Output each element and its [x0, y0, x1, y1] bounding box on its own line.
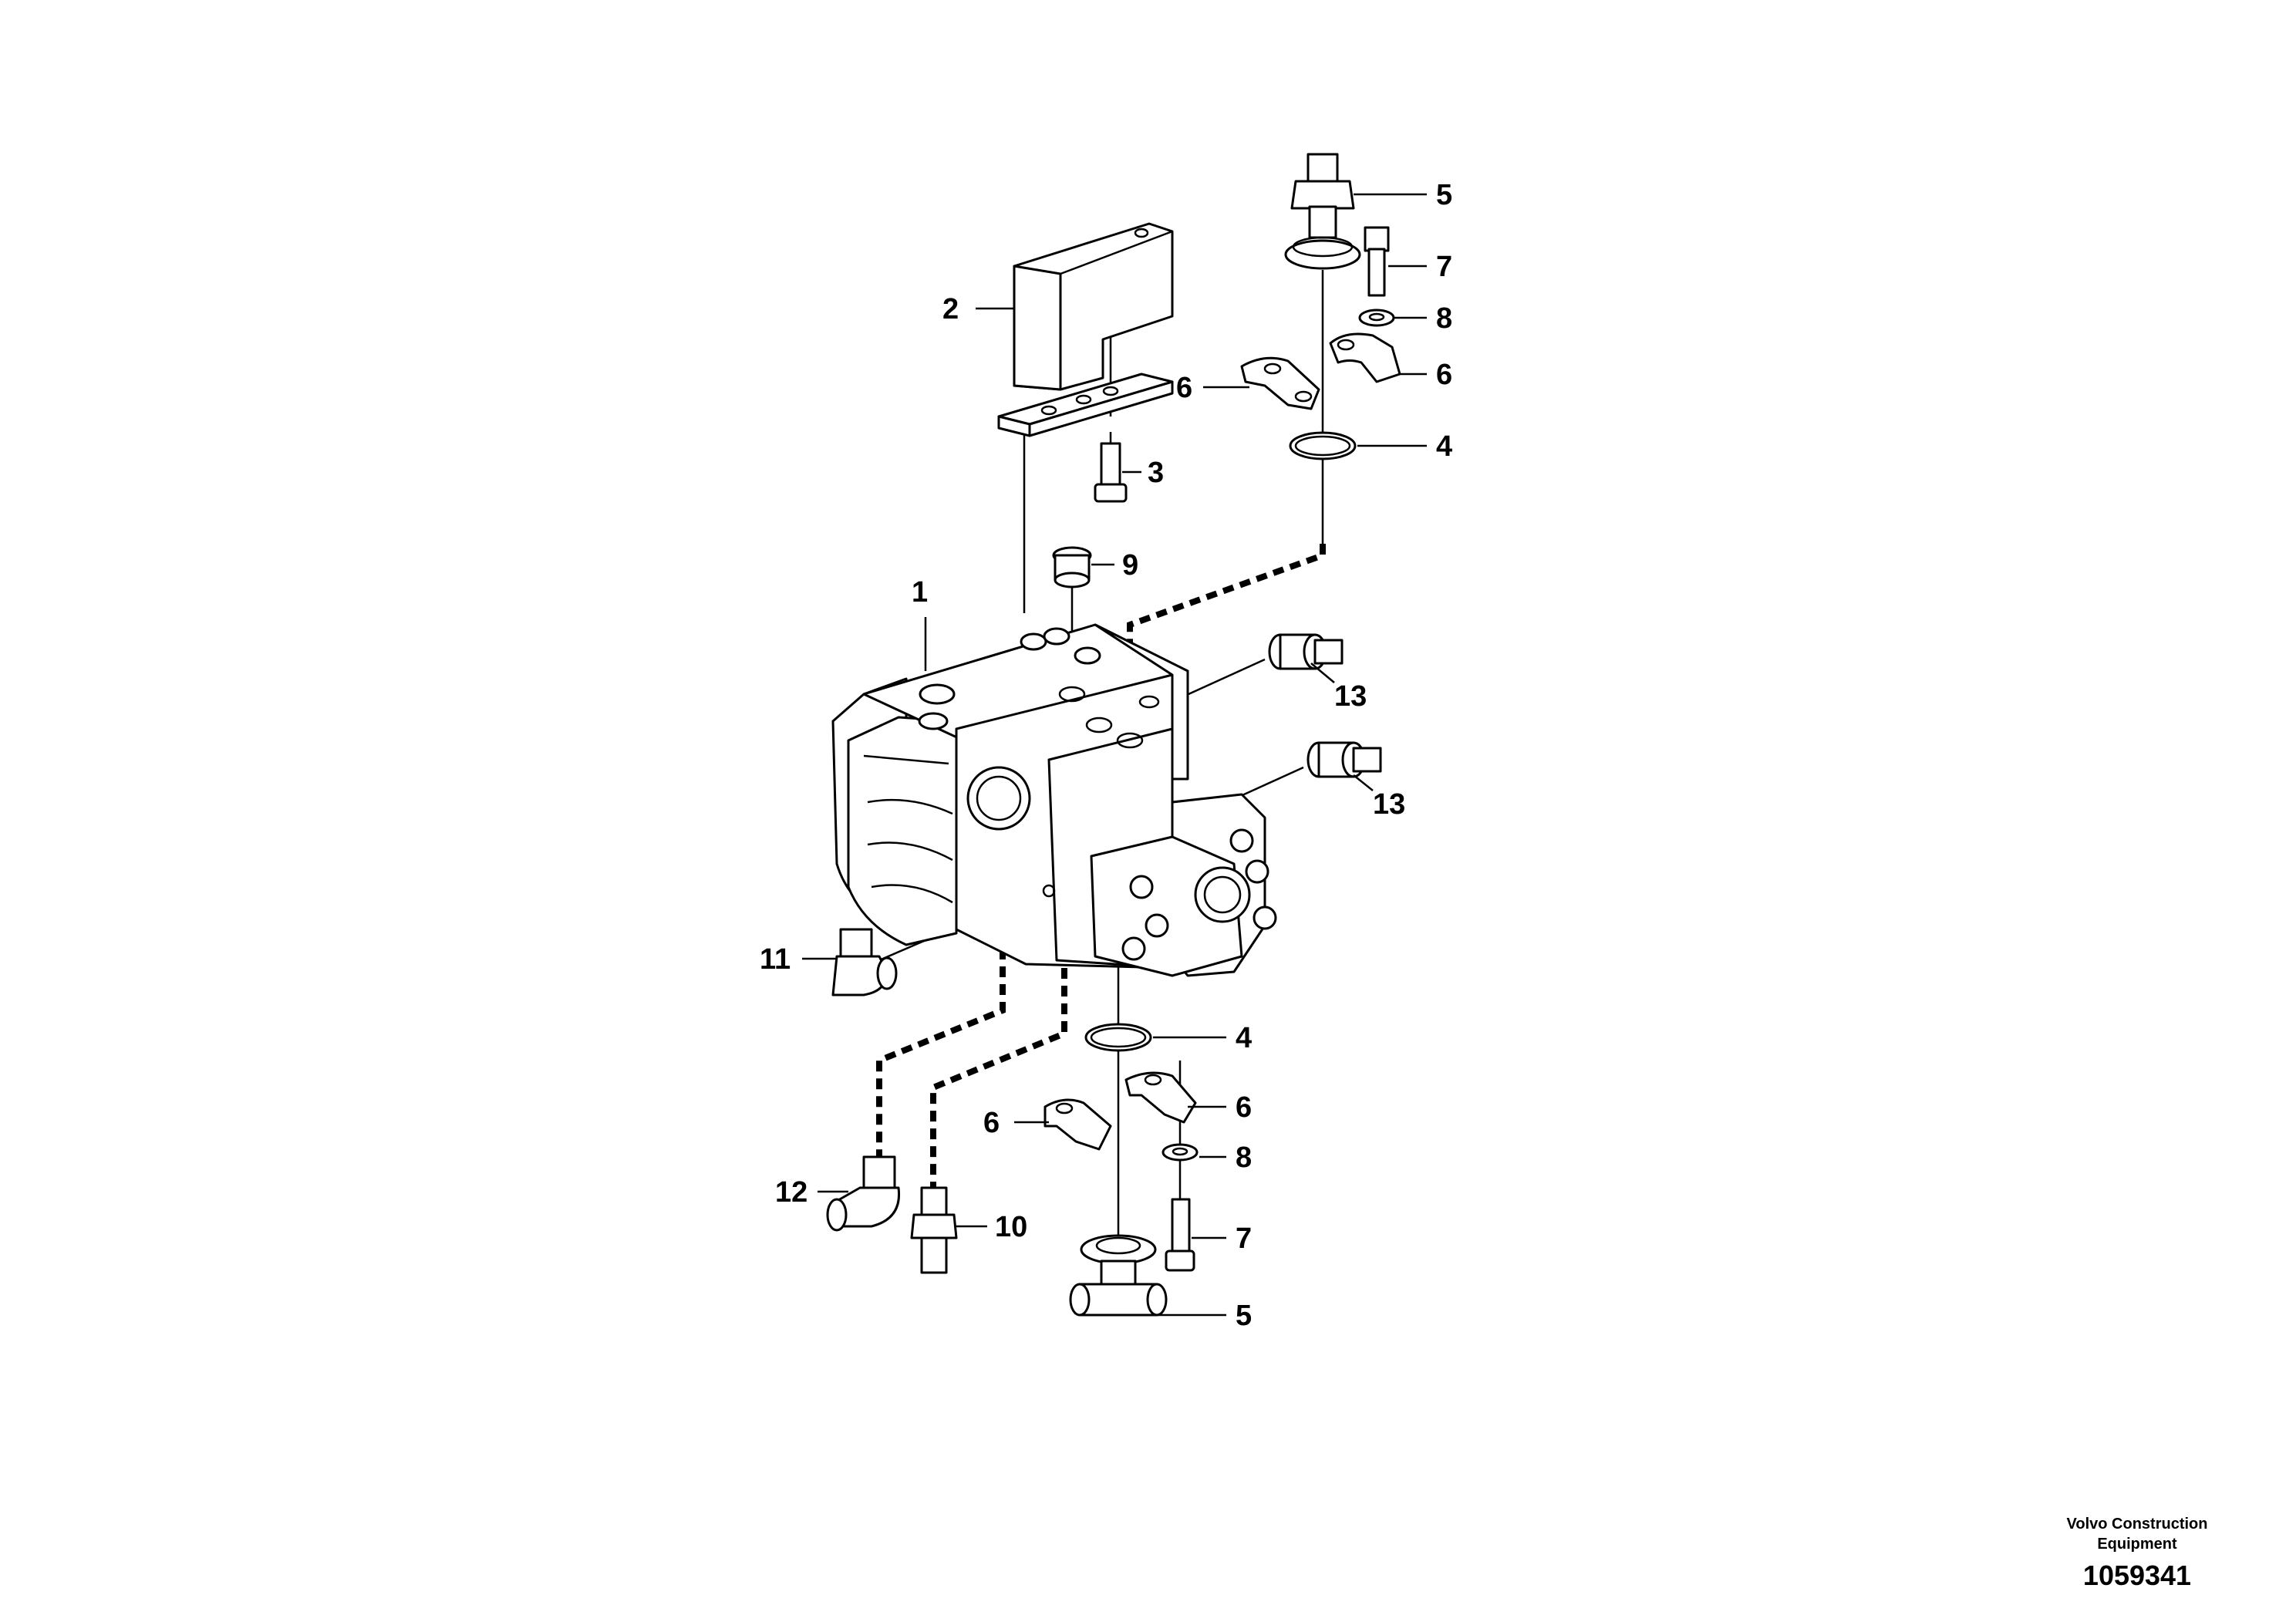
brand-line-2: Equipment	[2097, 1536, 2177, 1553]
callout-9: 9	[1122, 549, 1138, 582]
callout-1: 1	[912, 576, 928, 609]
callout-6-bottom-right: 6	[1236, 1091, 1252, 1124]
clamp-part-6-bottom-left	[1043, 1098, 1112, 1151]
drawing-number: 1059341	[2082, 1560, 2192, 1591]
callout-5-top: 5	[1436, 179, 1452, 211]
spacer-plate	[997, 373, 1174, 437]
fitting-part-5-top	[1284, 153, 1361, 270]
callout-13-upper: 13	[1334, 680, 1367, 713]
callout-2: 2	[942, 293, 959, 325]
washer-part-8-top	[1358, 309, 1395, 327]
callout-7-bottom: 7	[1236, 1222, 1252, 1255]
callout-labels: 1 2 3 4 4 5 5 6 6 6 6 7 7 8 8 9 10 11 12…	[760, 179, 1452, 1332]
plug-part-9	[1052, 546, 1092, 588]
callout-11: 11	[760, 943, 791, 976]
callout-8-bottom: 8	[1236, 1141, 1252, 1174]
callout-7-top: 7	[1436, 251, 1452, 283]
callout-3: 3	[1148, 457, 1164, 489]
callout-10: 10	[995, 1211, 1027, 1243]
valve-body-part-1	[831, 623, 1277, 977]
callout-13-lower: 13	[1373, 788, 1405, 821]
callout-4-top: 4	[1436, 430, 1452, 463]
callout-5-bottom: 5	[1236, 1300, 1252, 1332]
callout-6-top-left: 6	[1176, 372, 1192, 404]
clamp-part-6-top-right	[1329, 332, 1401, 383]
tee-fitting-part-5-bottom	[1069, 1234, 1168, 1317]
bolt-part-7-bottom	[1165, 1198, 1195, 1272]
callout-6-top-right: 6	[1436, 359, 1452, 391]
o-ring-part-4-top	[1289, 431, 1357, 460]
fitting-part-13-lower	[1306, 741, 1382, 778]
clamp-part-6-bottom-right	[1124, 1071, 1197, 1124]
washer-part-8-bottom	[1161, 1143, 1199, 1162]
callout-8-top: 8	[1436, 302, 1452, 335]
nipple-part-10	[910, 1186, 958, 1274]
bolt-part-3	[1094, 442, 1128, 503]
bracket-part-2	[1013, 222, 1174, 391]
clamp-part-6-top-left	[1240, 356, 1320, 410]
callout-leaders	[802, 193, 1427, 1317]
bolt-part-7-top	[1364, 226, 1390, 297]
brand-line-1: Volvo Construction	[2066, 1516, 2208, 1533]
elbow-part-11	[831, 928, 898, 996]
elbow-part-12	[826, 1155, 901, 1232]
callout-12: 12	[775, 1176, 807, 1209]
o-ring-part-4-bottom	[1084, 1023, 1152, 1052]
fitting-part-13-upper	[1268, 633, 1344, 670]
callout-4-bottom: 4	[1236, 1022, 1252, 1054]
callout-6-bottom-left: 6	[983, 1107, 1000, 1139]
